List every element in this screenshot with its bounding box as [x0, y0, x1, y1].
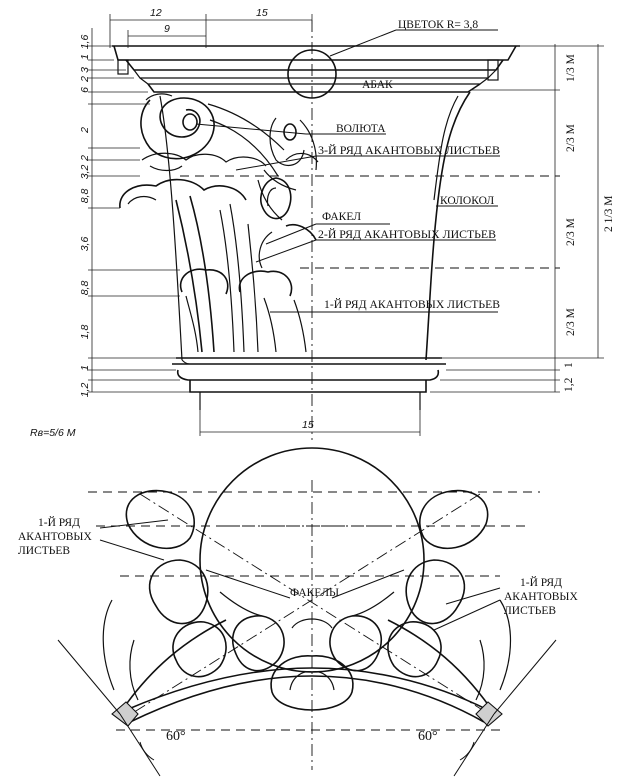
dim-right-base-2: 1,2: [563, 377, 575, 392]
plan-leaves: [125, 489, 489, 711]
plan-abacus-edges: [102, 599, 512, 727]
bell: [159, 91, 471, 361]
left-dimension-label: 8,8: [79, 189, 91, 204]
angle-left: 60°: [166, 729, 186, 744]
plan-left-label-line-2: АКАНТОВЫХ: [18, 531, 92, 543]
plan-leaders: [99, 519, 501, 631]
label-torch: ФАКЕЛ: [322, 211, 361, 223]
dim-top-b: 15: [256, 7, 268, 19]
dim-right-row2: 2/3 М: [565, 218, 577, 246]
plan-right-label-line-3: ЛИСТЬЕВ: [504, 605, 556, 617]
label-acanthus-row-3: 3-Й РЯД АКАНТОВЫХ ЛИСТЬЕВ: [318, 143, 500, 157]
plan-right-label-line-2: АКАНТОВЫХ: [504, 591, 578, 603]
label-acanthus-row-2: 2-Й РЯД АКАНТОВЫХ ЛИСТЬЕВ: [318, 227, 496, 241]
dim-right-row1: 2/3 М: [565, 308, 577, 336]
left-dimension-label: 2: [79, 155, 91, 162]
dim-right-total: 2 1/3 М: [603, 196, 615, 232]
dim-top-c: 9: [164, 23, 170, 35]
acanthus-row-2: [119, 178, 317, 353]
angle-construction: [57, 639, 557, 777]
dim-right-volute: 2/3 М: [565, 124, 577, 152]
label-volute: ВОЛЮТА: [336, 123, 386, 135]
left-dimension-label: 3,6: [79, 237, 91, 252]
capital-plan: 1-Й РЯД АКАНТОВЫХ ЛИСТЬЕВ 1-Й РЯД АКАНТО…: [18, 447, 578, 777]
label-acanthus-row-1: 1-Й РЯД АКАНТОВЫХ ЛИСТЬЕВ: [324, 297, 500, 311]
left-dimension-label: 1,6: [79, 35, 91, 50]
label-abacus: АБАК: [362, 79, 393, 91]
left-dimension-label: 1: [79, 54, 91, 60]
plan-diagonal-left: [127, 493, 481, 717]
torch: [260, 177, 292, 220]
left-dimension-label: 1,8: [79, 325, 91, 340]
left-dimension-chain: [88, 28, 190, 393]
left-dimension-label: 3,2: [79, 165, 91, 180]
right-dimension-chain: [430, 44, 604, 393]
abacus: [112, 45, 520, 93]
acanthus-row-1: [179, 268, 307, 353]
left-dimension-label: 1: [79, 365, 91, 371]
left-dimension-label: 1,2: [79, 383, 91, 398]
volute: [140, 93, 317, 177]
astragal-base: [172, 357, 446, 410]
label-bell: КОЛОКОЛ: [440, 195, 494, 207]
left-dimension-label: 8,8: [79, 281, 91, 296]
capital-elevation: ЦВЕТОК R= 3,8 АБАК ВОЛЮТА 3-Й РЯД АКАНТО…: [30, 7, 615, 440]
left-dimension-label: 2: [79, 76, 91, 83]
radius-note: Rв=5/6 М: [30, 427, 76, 439]
plan-torches-label: ФАКЕЛЫ: [290, 587, 339, 599]
dim-top-a: 12: [150, 7, 162, 19]
bottom-dimension: [199, 410, 421, 436]
dim-right-base-1: 1: [563, 362, 575, 368]
plan-right-label-line-1: 1-Й РЯД: [520, 575, 562, 589]
left-dimension-labels: 1,6 1 3 2 6 2 2 3,2 8,8 3,6 8,8 1,8 1 1,2: [79, 35, 91, 398]
dim-bottom: 15: [302, 419, 314, 431]
top-dimension-chain: [109, 14, 313, 48]
plan-diagonal-right: [139, 493, 493, 717]
angle-right: 60°: [418, 729, 438, 744]
left-dimension-label: 2: [79, 127, 91, 134]
label-leaders: [195, 29, 500, 313]
left-dimension-label: 3: [79, 67, 91, 73]
left-dimension-label: 6: [79, 87, 91, 93]
plan-left-label-line-3: ЛИСТЬЕВ: [18, 545, 70, 557]
plan-left-label-line-1: 1-Й РЯД: [38, 515, 80, 529]
dim-right-abacus: 1/3 М: [565, 54, 577, 82]
flower-rosette: [287, 49, 337, 99]
label-flower: ЦВЕТОК R= 3,8: [398, 19, 478, 31]
